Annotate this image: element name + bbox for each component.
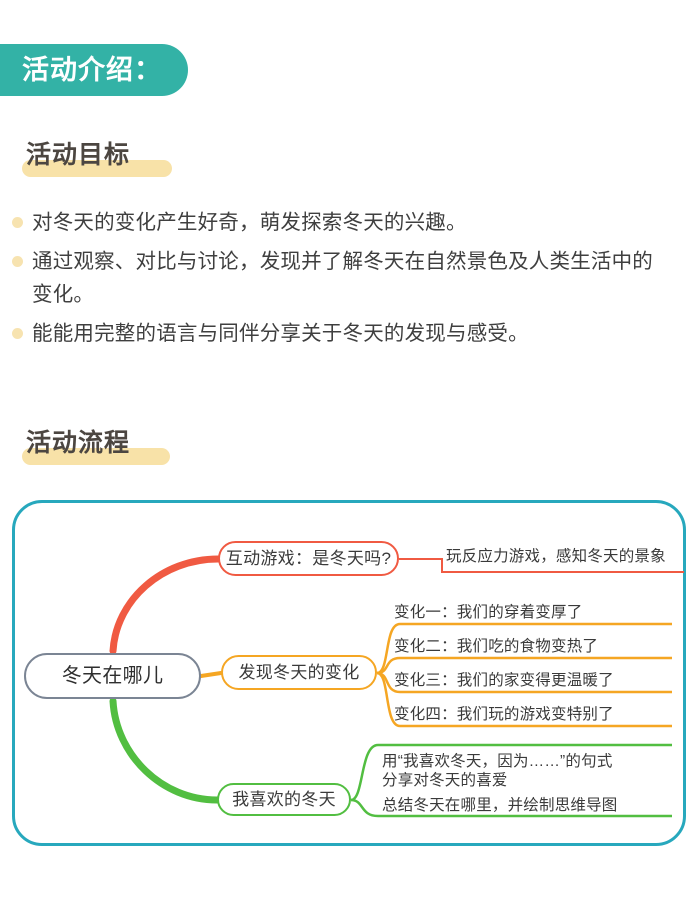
mindmap-node-discover-changes-label: 发现冬天的变化 (238, 663, 360, 682)
mindmap-leaf-green-1-line2: 分享对冬天的喜爱 (382, 772, 508, 789)
mindmap-node-root[interactable]: 冬天在哪儿 (24, 653, 201, 699)
connector-orange-main (199, 671, 223, 678)
mindmap-node-winter-i-like[interactable]: 我喜欢的冬天 (217, 783, 351, 816)
list-item: 对冬天的变化产生好奇，萌发探索冬天的兴趣。 (12, 206, 672, 239)
mindmap-diagram: 冬天在哪儿 互动游戏：是冬天吗? 玩反应力游戏，感知冬天的景象 发现冬天的变化 … (12, 500, 686, 846)
list-item: 通过观察、对比与讨论，发现并了解冬天在自然景色及人类生活中的变化。 (12, 245, 672, 311)
mindmap-connectors (109, 555, 684, 818)
mindmap-node-winter-i-like-label: 我喜欢的冬天 (232, 790, 336, 809)
mindmap-leaf-red: 玩反应力游戏，感知冬天的景象 (446, 548, 666, 565)
mindmap-leaf-change-1: 变化一：我们的穿着变厚了 (394, 604, 583, 621)
mindmap-leaf-change-2: 变化二：我们吃的食物变热了 (394, 638, 599, 655)
page-title: 活动介绍： (22, 54, 162, 85)
list-item: 能能用完整的语言与同伴分享关于冬天的发现与感受。 (12, 317, 672, 350)
connector-green-main (109, 697, 221, 804)
mindmap-leaf-green-1: 用“我喜欢冬天，因为……”的句式 分享对冬天的喜爱 (382, 752, 613, 790)
bullet-dot-icon (12, 256, 23, 267)
mindmap-node-discover-changes[interactable]: 发现冬天的变化 (221, 655, 377, 690)
section-heading-goals-label: 活动目标 (26, 141, 131, 169)
mindmap-node-root-label: 冬天在哪儿 (61, 665, 164, 687)
bullet-dot-icon (12, 328, 23, 339)
connector-green-leaf-1 (350, 743, 672, 802)
section-heading-flow: 活动流程 (22, 428, 170, 468)
mindmap-leaf-green-2: 总结冬天在哪里，并绘制思维导图 (382, 797, 618, 814)
goal-text: 对冬天的变化产生好奇，萌发探索冬天的兴趣。 (32, 211, 467, 234)
mindmap-leaf-green-1-line1: 用“我喜欢冬天，因为……”的句式 (382, 753, 613, 770)
connector-red-main (109, 555, 222, 655)
heading-highlight-bar (22, 160, 172, 177)
mindmap-node-interactive-game[interactable]: 互动游戏：是冬天吗? (218, 541, 399, 576)
mindmap-leaf-change-3: 变化三：我们的家变得更温暖了 (394, 672, 614, 689)
mindmap-leaf-change-4: 变化四：我们玩的游戏变特别了 (394, 706, 614, 723)
header-banner: 活动介绍： (0, 44, 188, 96)
goal-list: 对冬天的变化产生好奇，萌发探索冬天的兴趣。 通过观察、对比与讨论，发现并了解冬天… (12, 206, 672, 356)
mindmap-frame-border (12, 500, 686, 846)
connector-orange-leaf-4 (376, 671, 672, 728)
heading-highlight-bar (22, 448, 170, 465)
goal-text: 通过观察、对比与讨论，发现并了解冬天在自然景色及人类生活中的变化。 (32, 250, 653, 306)
mindmap-node-interactive-game-label: 互动游戏：是冬天吗? (225, 549, 392, 568)
bullet-dot-icon (12, 217, 23, 228)
goal-text: 能能用完整的语言与同伴分享关于冬天的发现与感受。 (32, 322, 529, 345)
section-heading-goals: 活动目标 (22, 140, 172, 180)
connector-red-leaf (399, 558, 684, 573)
connector-green-leaf-2 (350, 798, 672, 818)
section-heading-flow-label: 活动流程 (26, 429, 131, 457)
